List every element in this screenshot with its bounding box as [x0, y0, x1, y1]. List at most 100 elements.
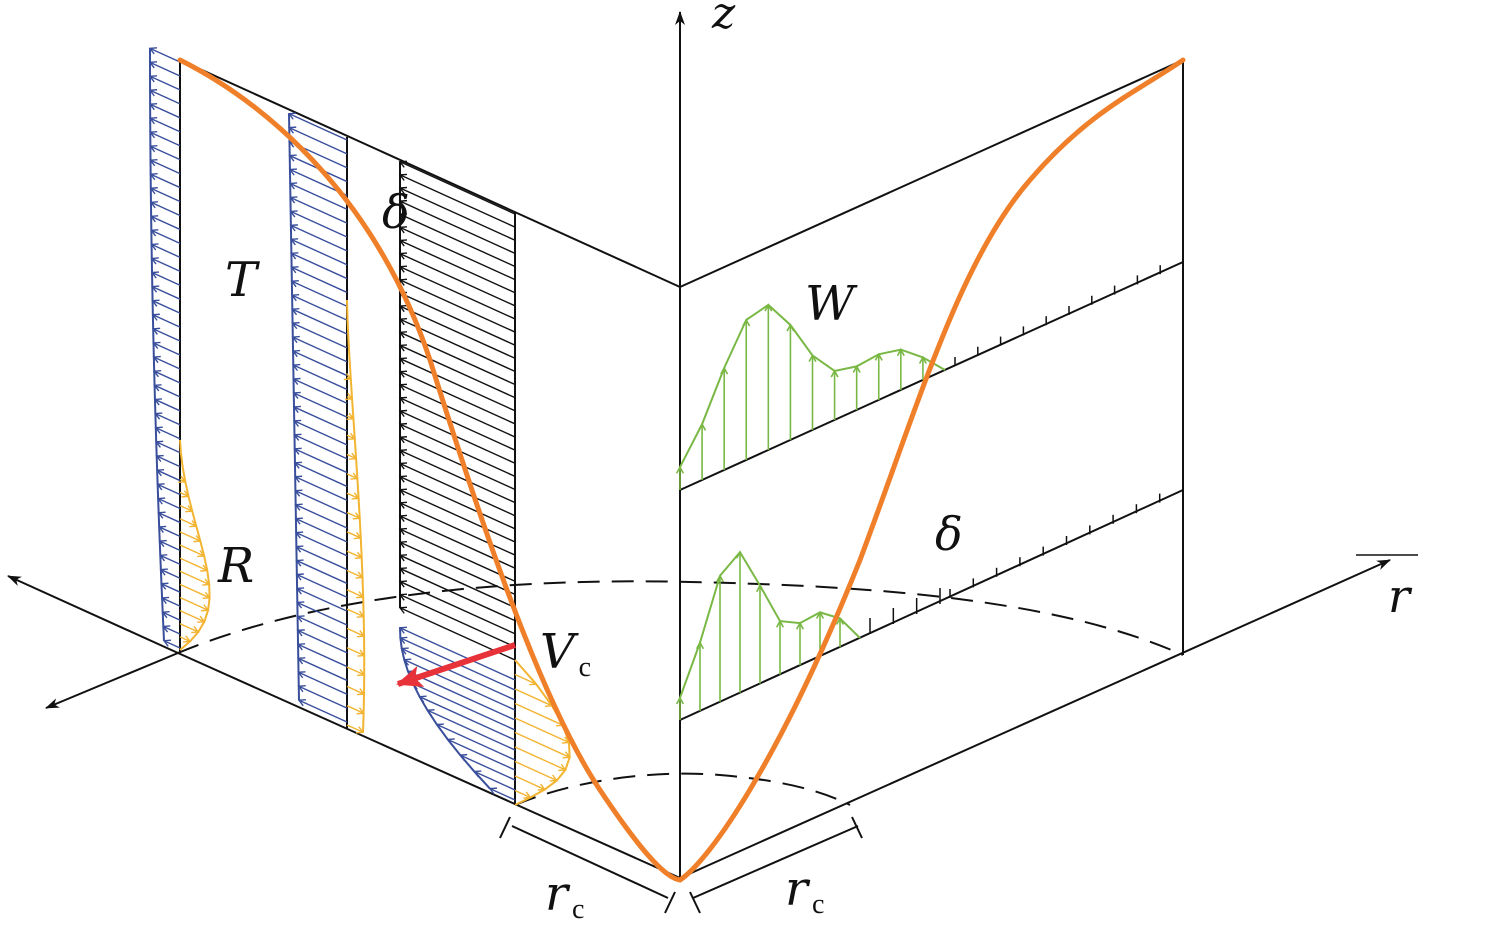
vector-arrow — [291, 266, 348, 294]
vector-arrow — [346, 705, 364, 714]
vector-arrow — [151, 257, 181, 272]
vector-arrow — [156, 469, 181, 482]
vector-arrow — [489, 788, 516, 801]
vector-arrow — [295, 531, 348, 557]
vector-arrow — [514, 688, 553, 707]
vertical-velocity-profile-upper — [675, 303, 946, 490]
vector-arrow — [294, 462, 348, 488]
vector-arrow — [291, 252, 348, 280]
vector-arrow — [399, 475, 516, 530]
vertical-velocity-label: W — [805, 276, 858, 332]
vector-arrow — [155, 427, 181, 440]
vector-arrow — [163, 640, 181, 649]
vector-arrow — [514, 673, 537, 685]
boundary-thickness-label-left: δ — [382, 185, 410, 239]
vector-arrow — [179, 583, 210, 599]
profile-envelope — [514, 659, 571, 806]
vector-arrow — [399, 266, 516, 320]
profile-envelope — [149, 48, 165, 641]
vector-arrow — [179, 623, 199, 633]
vector-arrow — [399, 627, 516, 681]
vc-arrow — [396, 642, 516, 687]
vector-arrow — [154, 384, 181, 398]
dashed-circles — [177, 580, 1184, 806]
vector-arrow — [399, 397, 516, 451]
vector-arrow — [399, 502, 516, 556]
vector-arrow — [293, 406, 348, 432]
vector-arrow — [346, 608, 364, 618]
vector-arrow — [399, 489, 516, 543]
vector-arrow — [149, 103, 181, 119]
vector-arrow — [179, 557, 208, 572]
vector-arrow — [294, 434, 348, 460]
vector-arrow — [179, 596, 209, 611]
vector-arrow — [151, 229, 181, 245]
vector-arrow — [346, 569, 363, 579]
vector-arrow — [155, 412, 181, 426]
vector-arrow — [447, 738, 516, 771]
vector-arrow — [474, 770, 516, 791]
vector-arrow — [179, 491, 189, 497]
vector-arrow — [399, 594, 516, 648]
vector-arrow — [159, 540, 181, 551]
vector-arrow — [427, 709, 516, 751]
vector-arrow — [149, 117, 181, 133]
vector-arrow — [297, 601, 348, 626]
vector-arrow — [160, 568, 181, 579]
vector-arrow — [149, 47, 181, 63]
vector-arrow — [150, 145, 181, 161]
radial-inflow-profile-1 — [178, 439, 211, 651]
vector-arrow — [346, 724, 364, 733]
w-envelope — [679, 550, 861, 699]
vector-arrow — [290, 196, 348, 224]
vector-arrow — [298, 671, 348, 695]
vector-arrow — [154, 398, 181, 412]
vector-arrow — [289, 182, 348, 210]
z-axis-label: z — [711, 0, 736, 39]
r-axis-label: r — [1388, 569, 1413, 623]
vector-arrow — [153, 342, 181, 356]
vector-arrow — [292, 322, 348, 349]
vector-arrow — [292, 364, 348, 391]
vector-arrow — [346, 492, 359, 500]
vector-arrow — [399, 174, 516, 228]
vector-arrow — [179, 609, 205, 623]
vector-arrow — [294, 448, 348, 474]
vector-arrow — [293, 392, 348, 418]
boundary-thickness-label-right: δ — [935, 507, 963, 561]
vector-arrow — [295, 504, 348, 529]
vector-arrow — [155, 441, 181, 454]
vector-arrow — [149, 75, 181, 91]
radial-velocity-profile-1 — [148, 47, 181, 649]
vector-arrow — [399, 213, 516, 268]
vector-arrow — [403, 659, 516, 711]
vector-arrow — [153, 356, 181, 370]
vector-arrow — [399, 410, 516, 464]
vector-arrow — [292, 336, 348, 363]
vector-arrow — [158, 512, 181, 524]
vector-arrow — [298, 685, 348, 709]
vector-arrow — [296, 559, 348, 585]
vector-arrow — [399, 279, 516, 333]
vector-arrow — [399, 567, 516, 622]
vector-arrow — [292, 308, 348, 335]
vector-arrow — [293, 378, 348, 404]
vector-arrow — [157, 497, 181, 510]
vector-arrow — [179, 518, 197, 527]
vector-arrow — [399, 226, 516, 281]
radial-inflow-profile-3 — [514, 659, 571, 806]
vector-arrow — [399, 200, 516, 254]
vector-arrow — [436, 723, 516, 761]
vector-arrow — [295, 518, 348, 543]
vector-arrow — [514, 702, 564, 726]
vector-arrow — [399, 239, 516, 294]
vector-arrow — [150, 159, 181, 175]
vector-arrow — [152, 328, 181, 342]
vector-arrow — [296, 587, 348, 612]
vector-arrow — [399, 187, 516, 241]
profile-envelope — [288, 113, 300, 701]
vector-arrow — [399, 292, 516, 346]
vector-arrow — [514, 746, 566, 771]
